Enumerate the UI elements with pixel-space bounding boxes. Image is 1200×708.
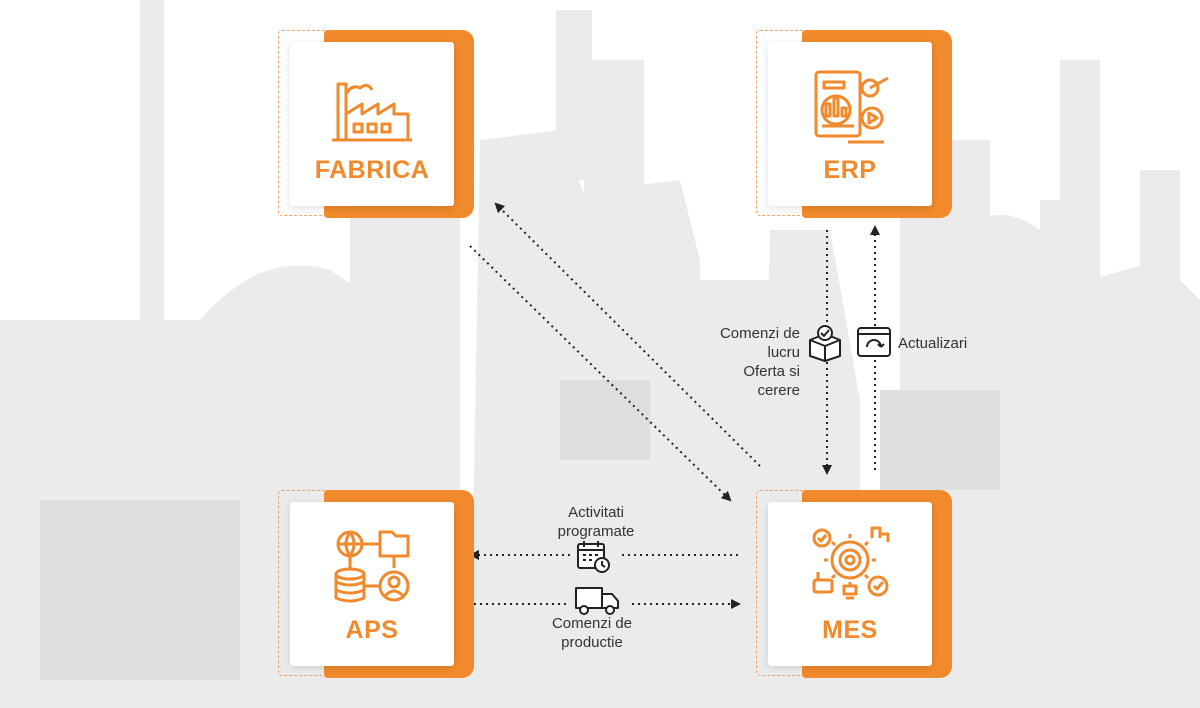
label-erp-to-mes-line-1: Comenzi de [719, 325, 800, 342]
delivery-truck-icon [575, 587, 619, 615]
aps-network-icon [334, 530, 410, 603]
sync-screen-icon [857, 327, 891, 357]
label-erp-to-mes-line-2: lucru [767, 344, 800, 361]
label-erp-to-mes-line-4: cerere [757, 382, 800, 399]
node-aps[interactable]: APS [278, 490, 474, 680]
node-fabrica[interactable]: FABRICA [278, 30, 474, 220]
label-mes-to-erp: Actualizari [898, 334, 998, 353]
label-aps-to-mes-line-2: productie [561, 634, 623, 651]
label-mes-to-aps: Activitati programate [536, 503, 656, 541]
calendar-clock-icon [577, 541, 610, 573]
label-aps-to-mes-line-1: Comenzi de [551, 615, 633, 632]
label-mes-to-erp-line-1: Actualizari [898, 335, 968, 352]
label-mes-to-aps-line-1: Activitati [568, 504, 624, 521]
node-fabrica-title: FABRICA [314, 156, 430, 184]
node-aps-title: APS [345, 616, 399, 644]
label-erp-to-mes: Comenzi de lucru Oferta si cerere [690, 324, 800, 400]
mes-gear-bulb-icon [812, 526, 890, 600]
arrow-fabrica-to-mes [469, 245, 732, 502]
node-mes[interactable]: MES [756, 490, 952, 680]
node-erp-title: ERP [823, 156, 877, 184]
label-mes-to-aps-line-2: programate [557, 523, 635, 540]
erp-report-icon [814, 70, 889, 144]
node-erp[interactable]: ERP [756, 30, 952, 220]
label-erp-to-mes-line-3: Oferta si [743, 363, 800, 380]
arrow-mes-to-fabrica [494, 202, 761, 467]
factory-icon [332, 82, 412, 142]
node-mes-title: MES [822, 616, 878, 644]
box-check-icon [809, 325, 841, 362]
label-aps-to-mes: Comenzi de productie [532, 614, 652, 652]
